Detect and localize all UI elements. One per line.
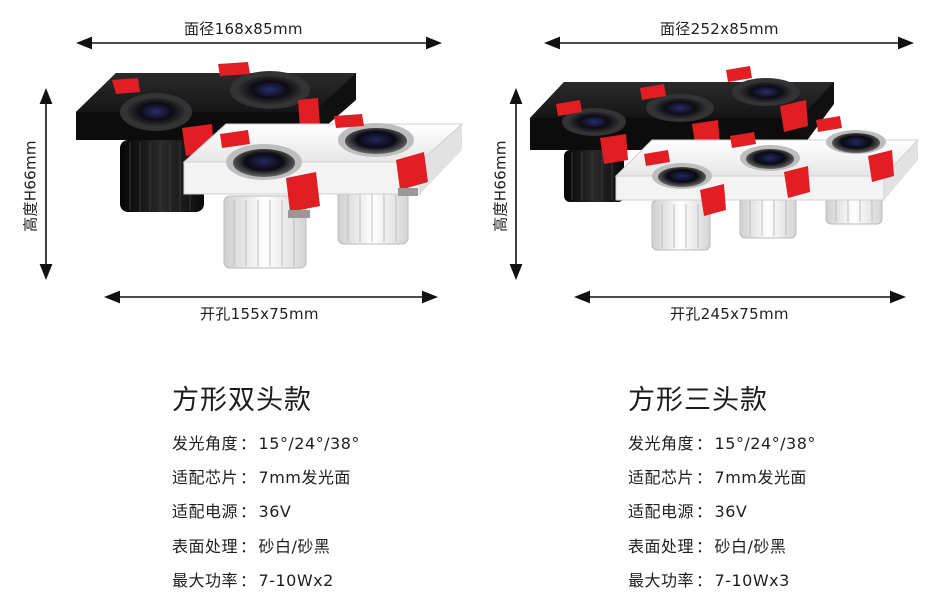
left-product-title: 方形双头款 xyxy=(172,385,312,416)
right-white-fixture xyxy=(614,116,920,251)
right-spec-beam-angle: 发光角度：15°/24°/38° xyxy=(628,434,816,453)
left-spec-max-power: 最大功率：7-10Wx2 xyxy=(172,571,334,590)
right-spec-chip: 适配芯片：7mm发光面 xyxy=(628,468,807,487)
right-width-label: 面径252x85mm xyxy=(660,20,779,38)
left-cutout-label: 开孔155x75mm xyxy=(200,305,319,323)
right-height-label: 高度H66mm xyxy=(491,140,510,232)
left-width-label: 面径168x85mm xyxy=(184,20,303,38)
right-spec-max-power: 最大功率：7-10Wx3 xyxy=(628,571,790,590)
left-spec-beam-angle: 发光角度：15°/24°/38° xyxy=(172,434,360,453)
right-cutout-label: 开孔245x75mm xyxy=(670,305,789,323)
right-spec-finish: 表面处理：砂白/砂黑 xyxy=(628,537,787,556)
left-white-fixture xyxy=(182,114,464,269)
right-spec-power-supply: 适配电源：36V xyxy=(628,502,748,521)
right-product-title: 方形三头款 xyxy=(628,385,768,416)
right-black-fixture xyxy=(530,66,834,202)
left-black-fixture xyxy=(76,62,356,212)
left-spec-finish: 表面处理：砂白/砂黑 xyxy=(172,537,331,556)
left-height-label: 高度H66mm xyxy=(21,140,40,232)
left-spec-chip: 适配芯片：7mm发光面 xyxy=(172,468,351,487)
left-spec-power-supply: 适配电源：36V xyxy=(172,502,292,521)
